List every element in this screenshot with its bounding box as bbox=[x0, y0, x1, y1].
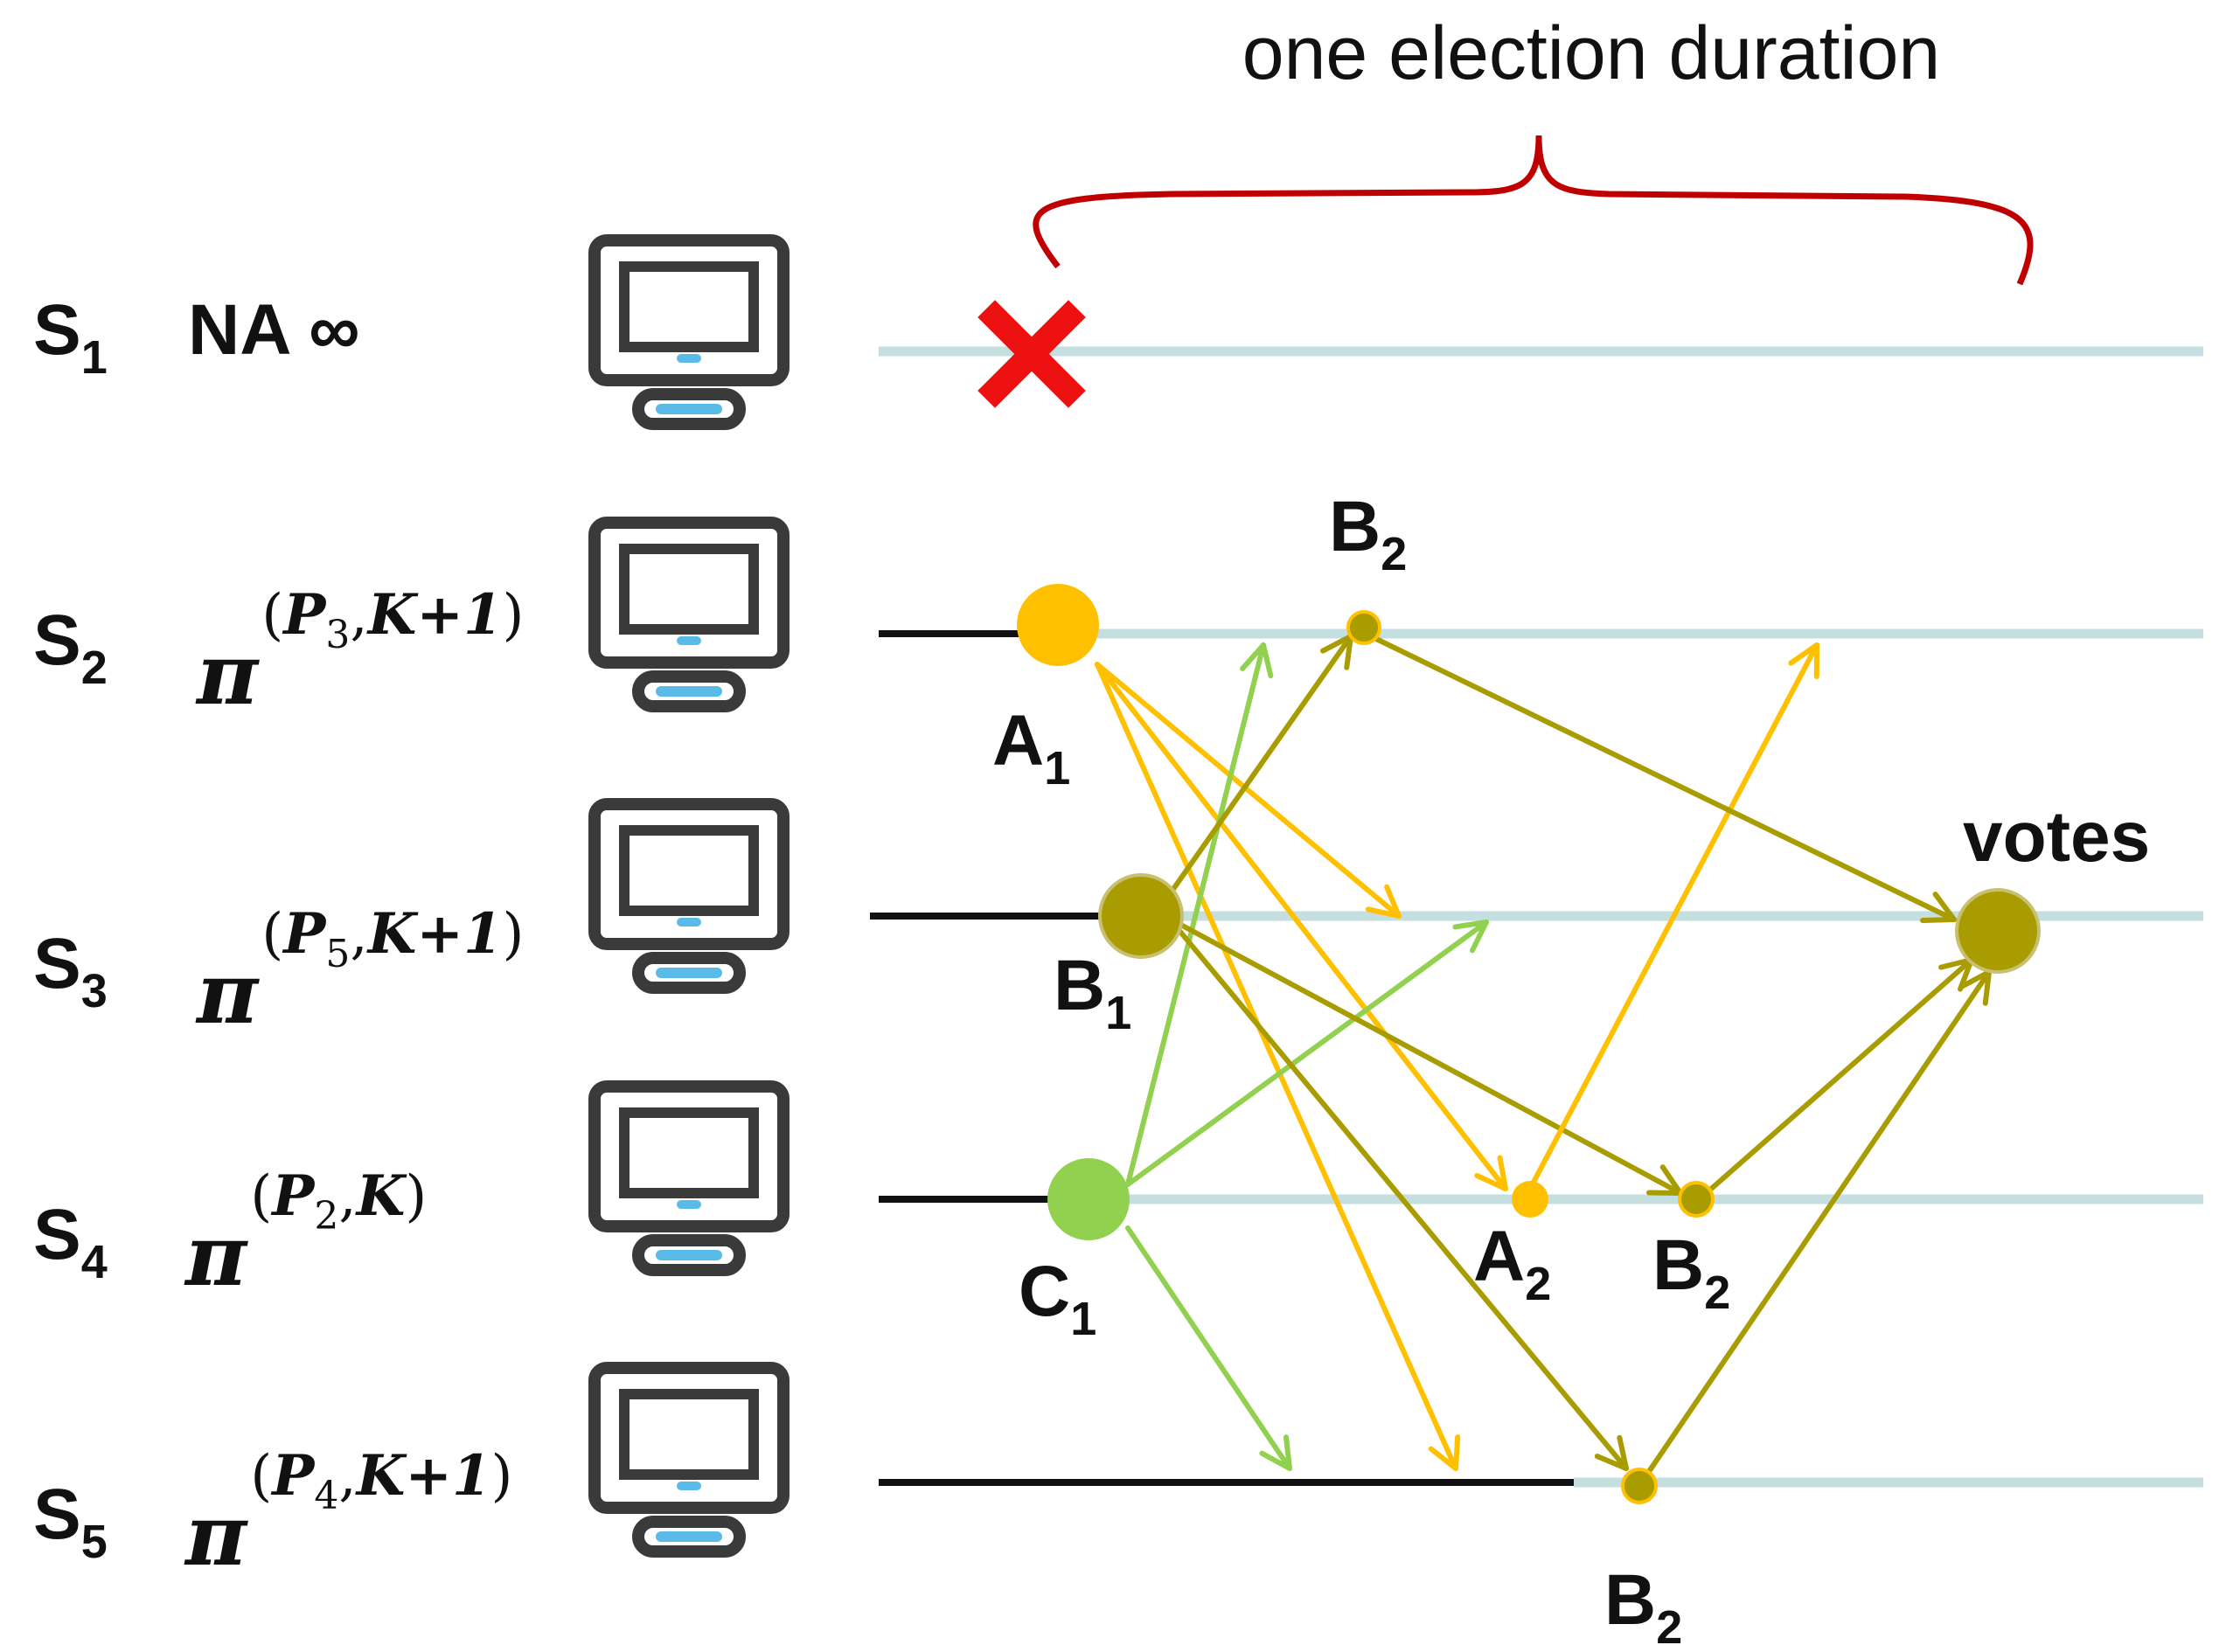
arrow-b1-to-s5 bbox=[1173, 924, 1629, 1471]
arrow-c1-to-s3 bbox=[1125, 920, 1489, 1187]
server-state-s4: π (P2,K) bbox=[184, 1163, 427, 1305]
server-monitors bbox=[595, 240, 783, 1551]
server-label-s4: S4 bbox=[33, 1195, 108, 1288]
event-node-b1 bbox=[1098, 873, 1184, 959]
server-state-s3: π (P5,K+1) bbox=[195, 901, 524, 1043]
arrow-a1-to-s5 bbox=[1095, 662, 1461, 1471]
arrow-b2-s5-to-votes bbox=[1645, 969, 1992, 1475]
server-state-s5: π (P4,K+1) bbox=[184, 1443, 512, 1585]
event-label-b2-s2: B2 bbox=[1329, 487, 1407, 580]
curly-brace-icon bbox=[1033, 135, 2034, 286]
arrow-c1-to-s5 bbox=[1125, 1225, 1292, 1471]
event-label-a2-s4: A2 bbox=[1473, 1217, 1551, 1310]
server-labels: S1 S2 S3 S4 S5 bbox=[33, 290, 108, 1568]
message-arrows bbox=[1095, 634, 1992, 1475]
event-node-c1 bbox=[1047, 1158, 1130, 1240]
event-node-a1 bbox=[1017, 584, 1099, 666]
arrow-a1-to-s3 bbox=[1095, 662, 1402, 919]
monitor-icon bbox=[595, 1368, 783, 1551]
diagram-title: one election duration bbox=[1242, 11, 1940, 95]
arrow-b1-to-s4 bbox=[1173, 920, 1683, 1196]
server-label-s1: S1 bbox=[33, 290, 108, 384]
arrow-a2-to-s2 bbox=[1527, 642, 1819, 1191]
event-label-c1: C1 bbox=[1019, 1252, 1096, 1345]
event-node-b2-s5 bbox=[1621, 1468, 1658, 1504]
event-node-a2-s4 bbox=[1512, 1181, 1548, 1218]
arrow-b2-s4-to-votes bbox=[1707, 957, 1974, 1193]
monitor-icon bbox=[595, 240, 783, 424]
arrow-a1-to-s4 bbox=[1095, 662, 1508, 1191]
monitor-icon bbox=[595, 523, 783, 706]
arrow-b1-to-s2 bbox=[1169, 634, 1353, 894]
event-label-b2-s5: B2 bbox=[1604, 1560, 1682, 1652]
event-nodes bbox=[1017, 584, 2041, 1504]
monitor-icon bbox=[595, 804, 783, 988]
server-label-s2: S2 bbox=[33, 600, 108, 694]
event-node-b2-s2 bbox=[1346, 610, 1381, 645]
red-x-icon bbox=[977, 300, 1086, 408]
arrow-b2-s2-to-votes bbox=[1368, 634, 1957, 924]
monitor-icon bbox=[595, 1086, 783, 1270]
server-label-s3: S3 bbox=[33, 924, 108, 1017]
server-states: NA ∞ π (P3,K+1) π (P5,K+1) π (P2,K) π (P… bbox=[184, 290, 524, 1585]
event-node-b2-s4 bbox=[1678, 1181, 1715, 1218]
votes-label: votes bbox=[1963, 797, 2150, 877]
arrow-c1-to-s2 bbox=[1125, 642, 1274, 1187]
event-labels: A1 B1 C1 B2 A2 B2 B2 votes bbox=[992, 487, 2150, 1652]
event-label-a1: A1 bbox=[992, 701, 1070, 795]
event-label-b2-s4: B2 bbox=[1652, 1225, 1730, 1319]
votes-node bbox=[1955, 888, 2041, 974]
server-state-s2: π (P3,K+1) bbox=[195, 582, 524, 724]
server-state-s1: NA ∞ bbox=[188, 290, 360, 370]
server-label-s5: S5 bbox=[33, 1475, 108, 1568]
event-label-b1: B1 bbox=[1054, 946, 1131, 1039]
